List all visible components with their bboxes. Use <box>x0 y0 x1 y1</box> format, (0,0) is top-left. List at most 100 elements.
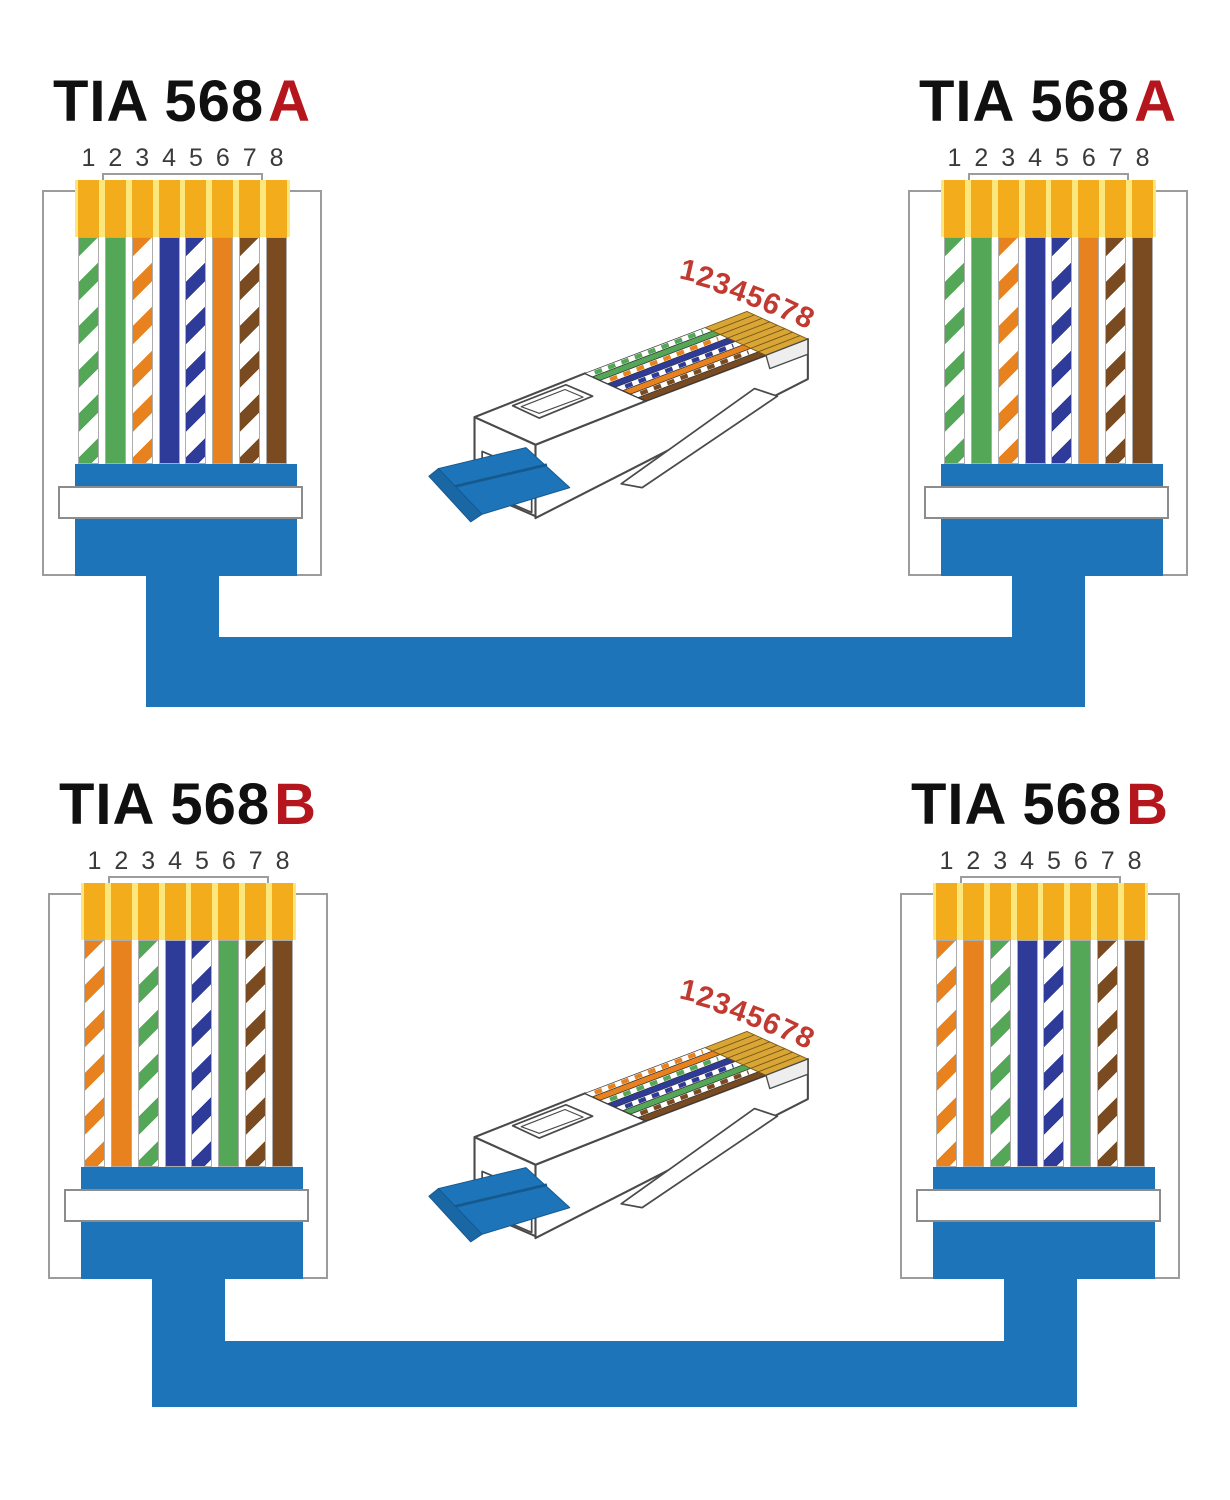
wire-cell <box>933 940 960 1167</box>
wire-cell <box>1014 940 1041 1167</box>
wire-cell <box>1022 237 1049 464</box>
wire-cell <box>1121 940 1148 1167</box>
pin-cell <box>941 180 968 237</box>
wire-cell <box>269 940 296 1167</box>
pin-row <box>81 883 296 940</box>
standard-title-prefix: TIA 568 <box>52 69 265 134</box>
wire-cell <box>236 237 263 464</box>
plug-wire-stripe <box>639 1070 750 1116</box>
cable-stub-seam <box>449 1183 548 1210</box>
wire-orange <box>1078 237 1100 464</box>
cable-inside-plug <box>941 464 1163 576</box>
wire-orange <box>212 237 234 464</box>
standard-title-prefix: TIA 568 <box>910 772 1123 837</box>
pin-cell <box>215 883 242 940</box>
wire-brown <box>1124 940 1146 1167</box>
pin-contact <box>935 883 957 940</box>
standard-title-prefix: TIA 568 <box>918 69 1131 134</box>
pin-cell <box>987 883 1014 940</box>
pin-cell <box>108 883 135 940</box>
wire-cell <box>156 237 183 464</box>
pin-number: 8 <box>269 144 284 172</box>
pin-cell <box>156 180 183 237</box>
latch-bar <box>916 1189 1161 1222</box>
pin-contact <box>239 180 261 237</box>
wire-blue <box>158 237 180 464</box>
plug-latch-flap <box>620 1107 779 1209</box>
wire-cell <box>1041 940 1068 1167</box>
wire-blue-white <box>185 237 207 464</box>
pin-number-3d: 1 <box>677 973 700 1009</box>
wire-green-white <box>989 940 1011 1167</box>
pin-number: 3 <box>135 144 150 172</box>
pin-number: 8 <box>275 847 290 875</box>
pin-number: 5 <box>1054 144 1069 172</box>
wire-green <box>218 940 240 1167</box>
pin-number: 6 <box>221 847 236 875</box>
pin-contact <box>164 883 186 940</box>
pin-contact <box>989 883 1011 940</box>
latch-window-inner <box>520 1108 584 1134</box>
standard-title: TIA 568A <box>886 70 1210 134</box>
pin-group-bracket <box>102 173 263 181</box>
pin-number: 3 <box>1001 144 1016 172</box>
pin-cell <box>1014 883 1041 940</box>
pin-cell <box>189 883 216 940</box>
cable-stub-end <box>428 468 483 523</box>
pin-contact <box>1043 883 1065 940</box>
pin-contact <box>1024 180 1046 237</box>
standard-title-letter: B <box>1126 772 1170 837</box>
wire-brown-white <box>1105 237 1127 464</box>
wire-cell <box>81 940 108 1167</box>
wire-green-white <box>77 237 99 464</box>
pin-contact <box>131 180 153 237</box>
pin-contact <box>1070 883 1092 940</box>
wire-orange-white <box>83 940 105 1167</box>
pin-contact <box>272 883 294 940</box>
latch-bar <box>58 486 303 519</box>
wire-brown <box>272 940 294 1167</box>
wire-orange <box>962 940 984 1167</box>
wire-brown <box>1132 237 1154 464</box>
pin-cell <box>995 180 1022 237</box>
pin-contact <box>1051 180 1073 237</box>
plug-pin-block-cap <box>765 338 809 370</box>
pin-number: 2 <box>974 144 989 172</box>
pin-row <box>933 883 1148 940</box>
plug-wire-stripe <box>609 336 719 382</box>
cable-inside-plug <box>933 1167 1155 1279</box>
pin-cell <box>135 883 162 940</box>
wire-orange <box>110 940 132 1167</box>
wire-row <box>81 940 296 1167</box>
pin-number: 2 <box>114 847 129 875</box>
pin-cell <box>1041 883 1068 940</box>
pin-number: 3 <box>141 847 156 875</box>
standard-title: TIA 568B <box>26 773 350 837</box>
plug-wire-stripe <box>609 1056 719 1102</box>
pin-contact <box>1105 180 1127 237</box>
wire-cell <box>1102 237 1129 464</box>
cable-inside-plug <box>75 464 297 576</box>
wire-cell <box>135 940 162 1167</box>
pin-number: 5 <box>1046 847 1061 875</box>
wire-cell <box>1094 940 1121 1167</box>
pin-cell <box>1022 180 1049 237</box>
pin-number: 1 <box>939 847 954 875</box>
pin-number: 2 <box>108 144 123 172</box>
wire-cell <box>108 940 135 1167</box>
wire-cell <box>263 237 290 464</box>
wire-cell <box>1129 237 1156 464</box>
wire-cell <box>960 940 987 1167</box>
wire-orange-white <box>935 940 957 1167</box>
pin-number: 2 <box>966 847 981 875</box>
wire-blue-white <box>1051 237 1073 464</box>
pin-number: 7 <box>248 847 263 875</box>
latch-bar <box>924 486 1169 519</box>
plug-latch-flap <box>620 387 779 489</box>
